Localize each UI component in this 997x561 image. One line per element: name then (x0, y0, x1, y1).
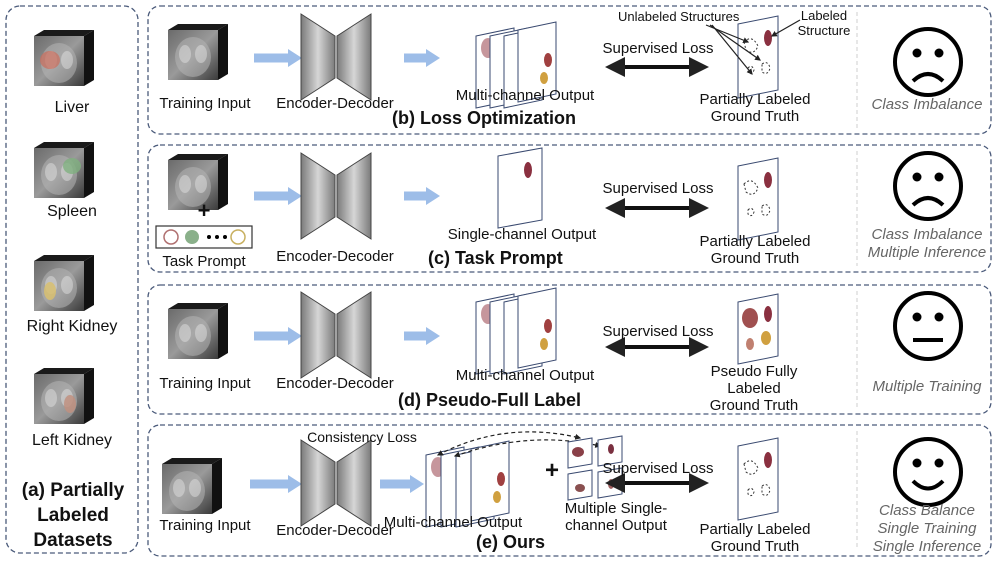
encoder-decoder-d (300, 291, 372, 379)
panel-e-border (147, 424, 992, 557)
panel-d-title: (d) Pseudo-Full Label (398, 390, 581, 410)
gt-label-d: Pseudo Fully Labeled Ground Truth (709, 363, 799, 414)
organ-label-left-kidney: Left Kidney (31, 432, 113, 449)
gt-label-e: Partially Labeled Ground Truth (699, 521, 811, 555)
supervised-loss-label-c: Supervised Loss (602, 180, 714, 197)
neutral-face-icon-d (893, 291, 963, 361)
panel-c-title: (c) Task Prompt (428, 248, 563, 268)
gt-sheet-d (737, 293, 779, 365)
encoder-decoder-label-c: Encoder-Decoder (276, 248, 394, 265)
encoder-decoder-label-d: Encoder-Decoder (276, 375, 394, 392)
organ-label-liver: Liver (54, 99, 90, 116)
panel-a-border (5, 5, 139, 554)
encoder-decoder-b (300, 13, 372, 101)
note-e-line3: Single Inference (872, 538, 982, 555)
gt-label-b: Partially Labeled Ground Truth (699, 91, 811, 125)
ct-volume-right-kidney (34, 255, 94, 311)
training-input-label-d: Training Input (159, 375, 251, 392)
gt-sheet-b (737, 15, 779, 99)
gt-sheet-e (737, 437, 779, 521)
multi-channel-stack-b (475, 21, 557, 109)
multi-channel-output-label-d: Multi-channel Output (455, 367, 595, 384)
note-d: Multiple Training (872, 378, 982, 395)
sad-face-icon-b (893, 27, 963, 97)
supervised-loss-label-e: Supervised Loss (602, 460, 714, 477)
panel-b-border (147, 5, 992, 135)
gt-sheet-c (737, 157, 779, 241)
single-channel-output-label-c: Single-channel Output (447, 226, 597, 243)
single-channel-sheet-c (497, 147, 543, 229)
note-c-line1: Class Imbalance (871, 226, 983, 243)
consistency-loss-label: Consistency Loss (307, 429, 417, 445)
labeled-structure-label: Labeled Structure (797, 8, 851, 38)
supervised-loss-label-d: Supervised Loss (602, 323, 714, 340)
note-e-line2: Single Training (877, 520, 977, 537)
ct-input-d (168, 303, 228, 359)
multi-channel-output-label-b: Multi-channel Output (455, 87, 595, 104)
ct-input-b (168, 24, 228, 80)
sad-face-icon-c (893, 151, 963, 221)
gt-label-c: Partially Labeled Ground Truth (699, 233, 811, 267)
encoder-decoder-label-b: Encoder-Decoder (276, 95, 394, 112)
happy-face-icon-e (893, 437, 963, 507)
ct-volume-spleen (34, 142, 94, 198)
prompt-plus: + (197, 198, 211, 223)
organ-label-right-kidney: Right Kidney (26, 318, 118, 335)
ct-input-e (162, 458, 222, 514)
panel-b-title: (b) Loss Optimization (392, 108, 576, 128)
multi-channel-stack-e (425, 440, 510, 528)
task-prompt-label: Task Prompt (162, 253, 246, 270)
note-b: Class Imbalance (871, 96, 983, 113)
training-input-label-e: Training Input (159, 517, 251, 534)
task-prompt-box (155, 225, 253, 249)
multiple-single-channel-output-label: Multiple Single-channel Output (564, 500, 668, 534)
note-c-line2: Multiple Inference (867, 244, 987, 261)
panel-d-border (147, 284, 992, 415)
panel-a-title: (a) Partially Labeled Datasets (21, 480, 125, 551)
supervised-loss-label-b: Supervised Loss (602, 40, 714, 57)
multi-channel-output-label-e: Multi-channel Output (383, 514, 523, 531)
unlabeled-structures-label: Unlabeled Structures (618, 9, 740, 24)
training-input-label-b: Training Input (159, 95, 251, 112)
panel-c-border (147, 144, 992, 273)
panel-e-title: (e) Ours (476, 532, 546, 552)
note-e-line1: Class Balance (879, 502, 975, 519)
consistency-loss-arrows (436, 431, 602, 458)
ct-volume-liver (34, 30, 94, 86)
encoder-decoder-e (300, 439, 372, 527)
multi-channel-stack-d (475, 287, 557, 375)
encoder-decoder-label-e: Encoder-Decoder (276, 522, 394, 539)
output-plus: + (544, 457, 559, 484)
organ-label-spleen: Spleen (47, 203, 97, 220)
encoder-decoder-c (300, 152, 372, 240)
ct-volume-left-kidney (34, 368, 94, 424)
